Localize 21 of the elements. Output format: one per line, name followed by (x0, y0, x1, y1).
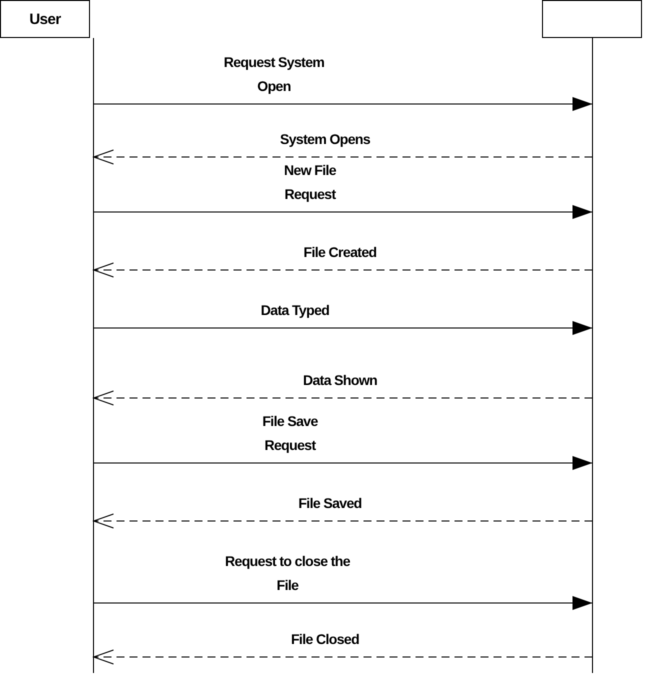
edge-label: File Save Request (261, 412, 319, 455)
message-arrow (93, 390, 593, 406)
edge-label: Request System Open (222, 53, 326, 96)
edge-label: Data Shown (302, 371, 378, 390)
edge-label: Data Typed (260, 301, 330, 320)
message-arrow (93, 262, 593, 278)
message-arrow (93, 650, 593, 664)
actor-name: User (29, 10, 61, 28)
edge-label: File Saved (297, 494, 363, 513)
edge-label: File Closed (290, 630, 360, 649)
message-arrow (93, 150, 593, 164)
message-arrow (93, 97, 593, 111)
message-arrow (93, 321, 593, 335)
message-arrow (93, 514, 593, 528)
message-arrow (93, 596, 593, 610)
edge-label: System Opens (278, 130, 372, 149)
edge-label: File Created (302, 243, 378, 262)
message-arrow (93, 456, 593, 470)
edge-label: Request to close the File (225, 552, 350, 595)
message-arrow (93, 205, 593, 219)
edge-label: New File Request (283, 161, 337, 204)
